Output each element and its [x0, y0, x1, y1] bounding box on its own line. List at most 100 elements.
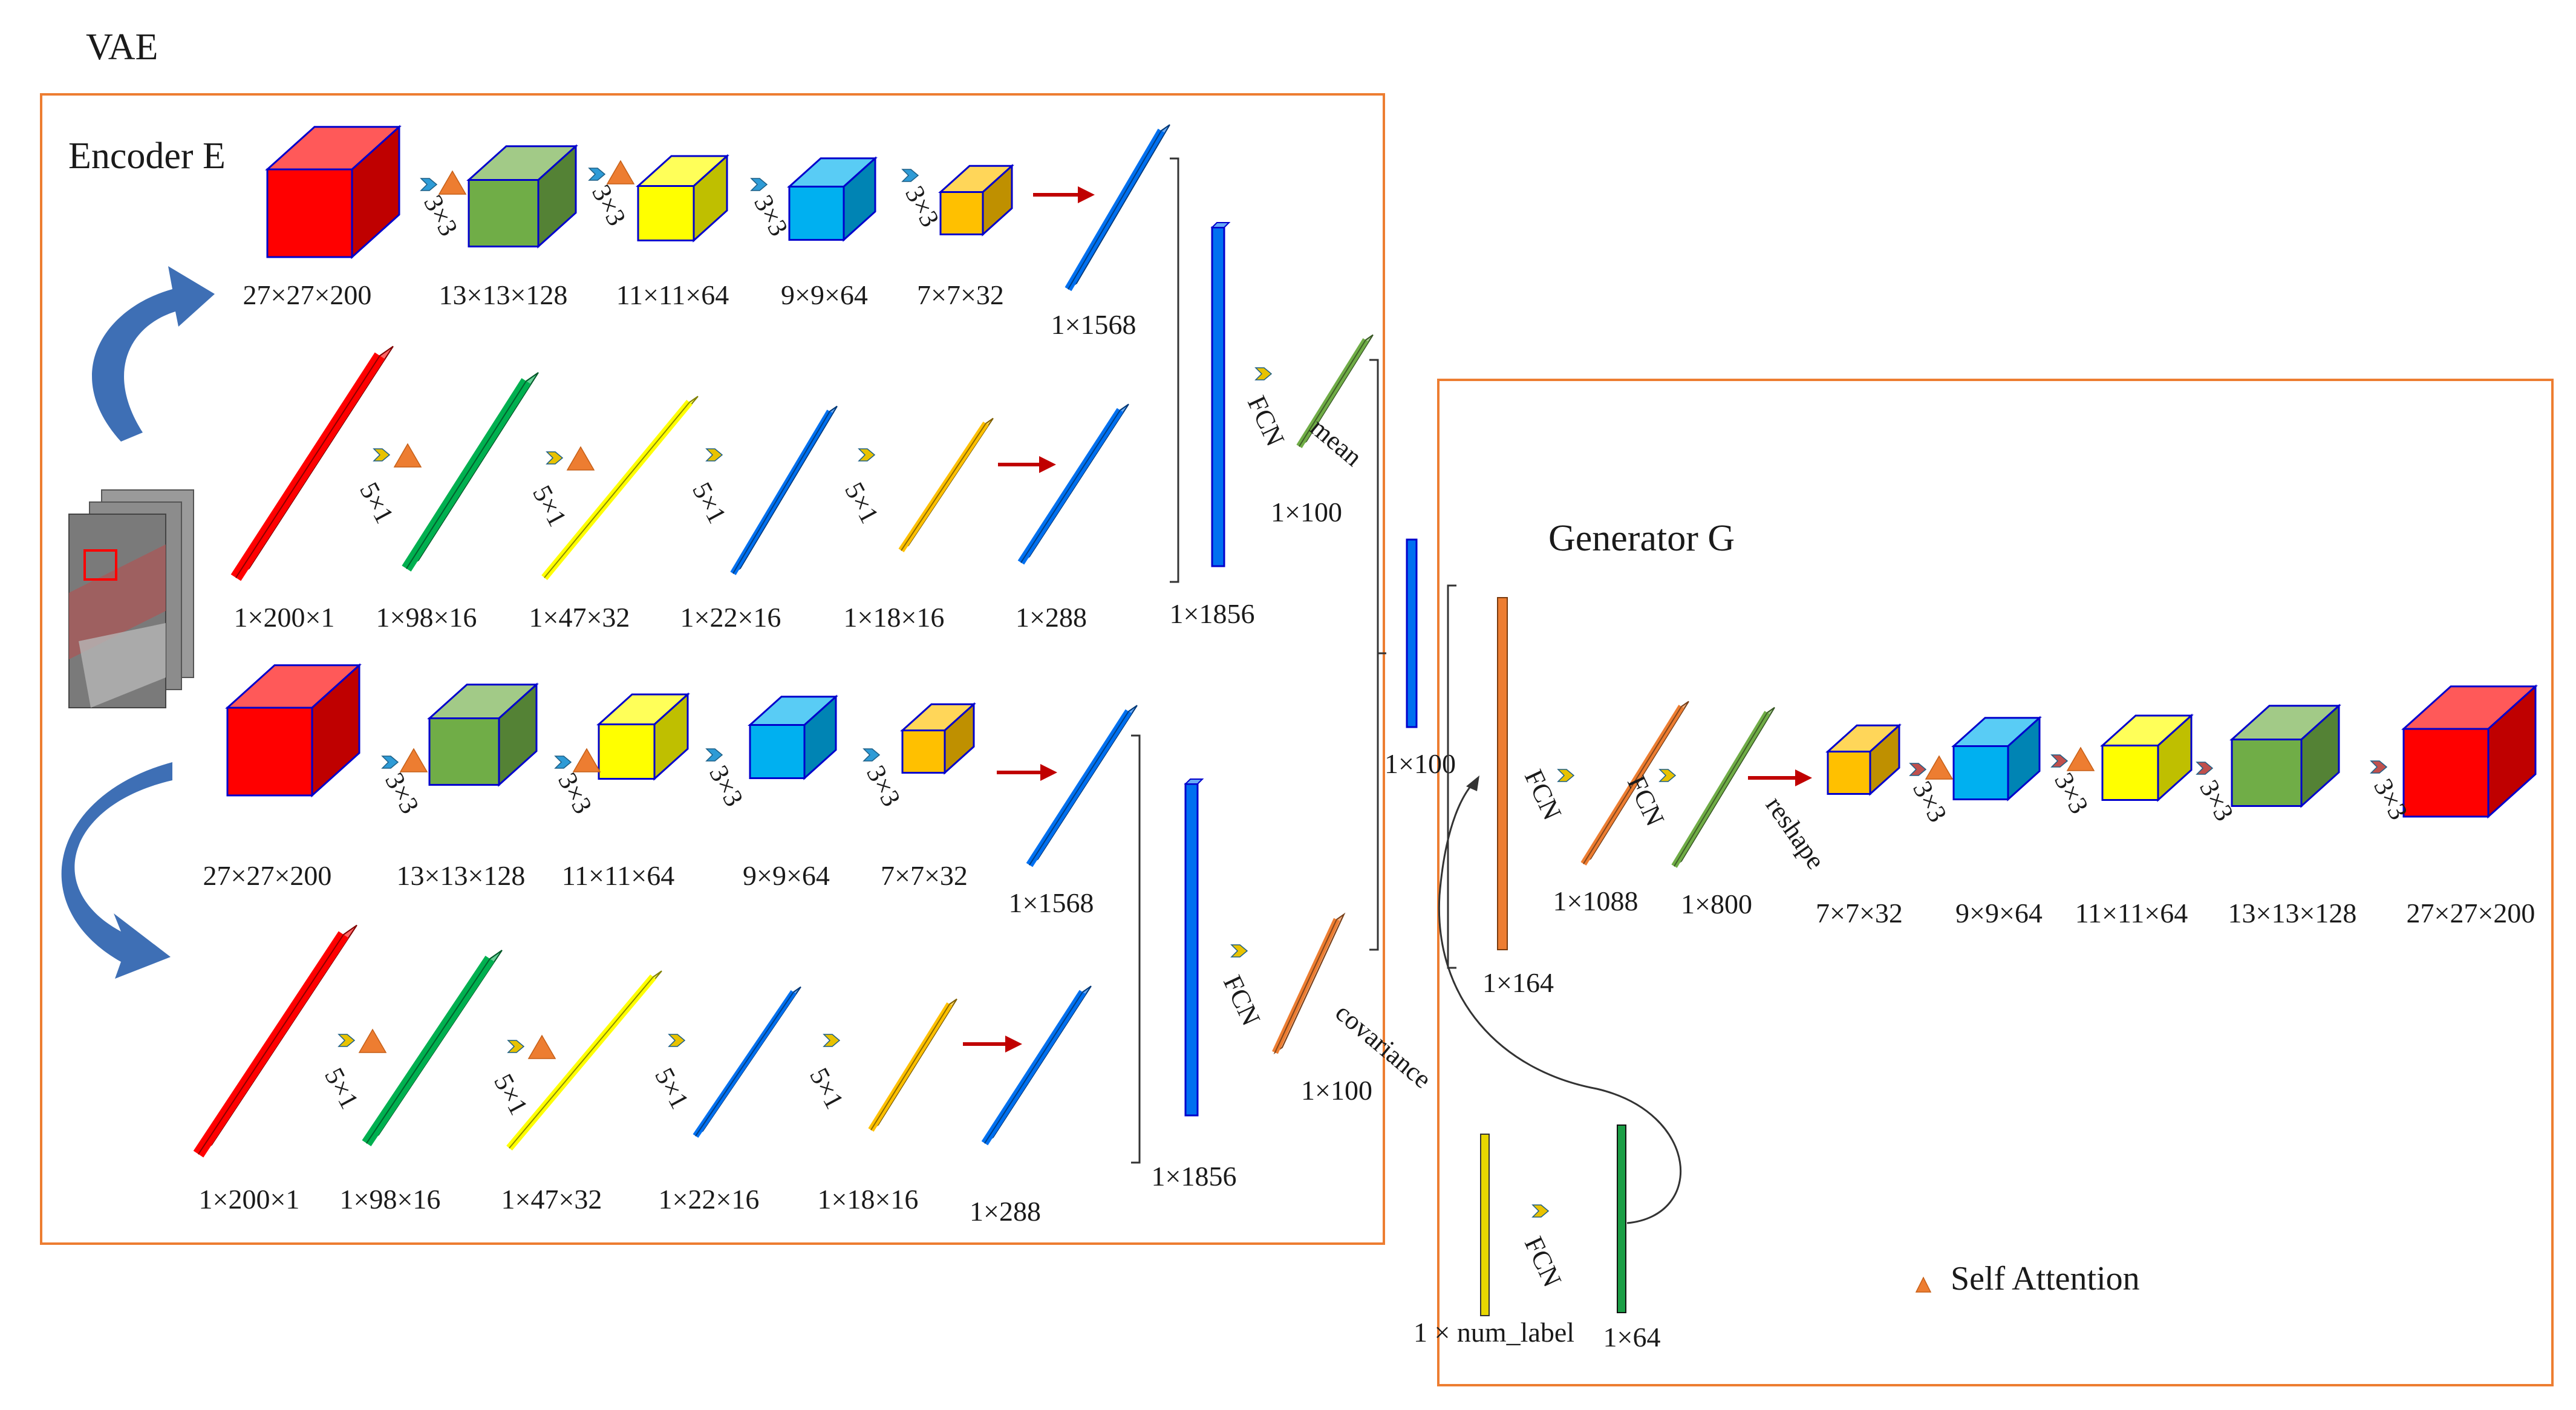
b1-3d-kernel-4: 3×3 — [899, 181, 945, 232]
b2-1d-kernel-2: 5×1 — [488, 1069, 534, 1120]
b1-3d-cube-5 — [938, 163, 1014, 237]
b1-1d-bar-4 — [730, 405, 838, 575]
b2-3d-conv-arrow-2 — [554, 756, 572, 769]
gen-cube-2 — [1951, 716, 2042, 801]
gen-cube-3 — [2100, 713, 2194, 802]
mean-bar-edge — [1299, 339, 1366, 447]
gen-cube-1-front — [1827, 751, 1871, 795]
b1-3d-kernel-3: 3×3 — [748, 190, 794, 241]
vae-border — [40, 93, 1385, 1245]
b1-concat-dim: 1×1856 — [1170, 598, 1255, 629]
b2-3d-kernel-4: 3×3 — [861, 760, 907, 811]
b2-3d-flat-bar-edge — [1029, 711, 1129, 866]
image-red-roofs — [69, 544, 166, 659]
b2-1d-bar-1-edge — [198, 934, 344, 1155]
input-hsi-image — [68, 489, 194, 708]
generator-title: Generator G — [1548, 518, 1735, 559]
b2-1d-bar-3 — [506, 970, 662, 1151]
covariance-bar — [1272, 912, 1346, 1054]
gen-fcn1-bar-edge — [1583, 706, 1682, 864]
b1-3d-self-attention-1 — [438, 170, 467, 195]
b2-1d-self-attention-2 — [527, 1034, 556, 1059]
gen-input-bracket — [1447, 584, 1456, 969]
b2-1d-dim-1: 1×200×1 — [199, 1184, 300, 1215]
gen-fcn1-bar — [1580, 700, 1689, 866]
b1-1d-dim-1: 1×200×1 — [234, 602, 335, 633]
b1-1d-flat-bar — [1017, 403, 1129, 565]
b2-3d-dim-1: 27×27×200 — [203, 860, 332, 891]
b2-3d-self-attention-2 — [572, 748, 601, 772]
b2-3d-kernel-1: 3×3 — [379, 768, 425, 818]
b2-1d-conv-arrow-4 — [823, 1034, 841, 1047]
covariance-bar-edge — [1274, 919, 1337, 1053]
b2-1d-conv-arrow-3 — [668, 1034, 686, 1047]
b1-1d-conv-arrow-2 — [546, 451, 564, 465]
b2-3d-dim-2: 13×13×128 — [397, 860, 526, 891]
gen-deconv-arrow-3 — [2196, 762, 2214, 775]
latent-bar — [1406, 538, 1418, 728]
b2-1d-dim-2: 1×98×16 — [340, 1184, 441, 1215]
b2-1d-kernel-1: 5×1 — [319, 1063, 365, 1114]
b2-1d-kernel-3: 5×1 — [649, 1063, 695, 1114]
b1-1d-kernel-2: 5×1 — [527, 480, 573, 531]
b2-1d-bar-5 — [868, 998, 957, 1132]
gen-cube-1 — [1825, 723, 1902, 796]
b1-1d-bar-2 — [402, 372, 539, 572]
legend: Self Attention — [1915, 1260, 2140, 1297]
b2-3d-conv-arrow-3 — [705, 748, 723, 762]
b2-1d-dim-5: 1×18×16 — [818, 1184, 919, 1215]
b1-1d-bar-2-edge — [406, 380, 527, 569]
b1-3d-cube-4 — [787, 156, 878, 242]
b2-concat-bar-top — [1184, 778, 1204, 785]
b2-1d-bar-2 — [362, 950, 503, 1147]
b1-3d-flat-bar-edge — [1068, 130, 1162, 290]
label-fcn-label: FCN — [1519, 1232, 1568, 1291]
b1-3d-cube-2 — [466, 144, 578, 249]
b2-1d-bar-3-edge — [509, 976, 654, 1149]
generator-frame: Generator G — [1437, 379, 2554, 1386]
b1-3d-flatten-arrow-head — [1078, 186, 1095, 203]
b1-1d-self-attention-1 — [393, 443, 422, 468]
b2-3d-flatten-arrow-head — [1040, 764, 1057, 781]
b2-3d-conv-arrow-1 — [381, 756, 399, 769]
gen-cube-2-front — [1952, 745, 2009, 800]
b1-3d-conv-arrow-1 — [420, 178, 438, 191]
gen-reshape-label: reshape — [1760, 791, 1831, 875]
curved-arrow-bottom — [61, 762, 173, 979]
b2-3d-cube-3-front — [598, 723, 656, 780]
b1-3d-kernel-2: 3×3 — [586, 180, 632, 230]
b1-1d-bar-1-edge — [235, 355, 380, 578]
gen-kernel-1: 3×3 — [1907, 776, 1953, 827]
b2-3d-cube-4 — [748, 694, 838, 780]
encoder-title: Encoder E — [68, 135, 226, 177]
mean-bar — [1296, 334, 1374, 448]
label-merge-curve — [1438, 779, 1682, 1224]
gen-fcn2-dim: 1×800 — [1681, 889, 1752, 919]
gen-fcn1-dim: 1×1088 — [1553, 886, 1639, 916]
b2-3d-kernel-3: 3×3 — [703, 760, 749, 811]
gen-fcn2-arrow — [1658, 769, 1677, 782]
b2-1d-bar-4 — [693, 986, 801, 1138]
b2-1d-bar-1 — [193, 924, 357, 1158]
b1-3d-dim-5: 7×7×32 — [917, 279, 1004, 310]
gen-cube-4 — [2229, 703, 2341, 808]
gen-cube-5-front — [2402, 728, 2490, 818]
latent-dim: 1×100 — [1384, 748, 1456, 779]
b1-3d-cube-1 — [265, 125, 402, 259]
gen-input-bar — [1497, 597, 1508, 950]
gen-kernel-2: 3×3 — [2049, 768, 2095, 818]
b2-3d-flat-dim: 1×1568 — [1009, 887, 1094, 918]
b2-1d-flat-bar — [981, 985, 1092, 1146]
b1-3d-cube-1-front — [266, 168, 353, 258]
mean-fcn-label: FCN — [1242, 391, 1291, 451]
b2-1d-conv-arrow-2 — [507, 1040, 525, 1053]
b1-3d-dim-4: 9×9×64 — [781, 279, 868, 310]
b2-1d-conv-arrow-1 — [337, 1034, 356, 1047]
gen-deconv-arrow-2 — [2050, 754, 2069, 768]
b2-3d-cube-3 — [596, 692, 690, 781]
b2-3d-self-attention-1 — [399, 748, 428, 772]
b1-1d-bar-3 — [541, 396, 699, 581]
gen-cube-3-front — [2101, 745, 2159, 801]
